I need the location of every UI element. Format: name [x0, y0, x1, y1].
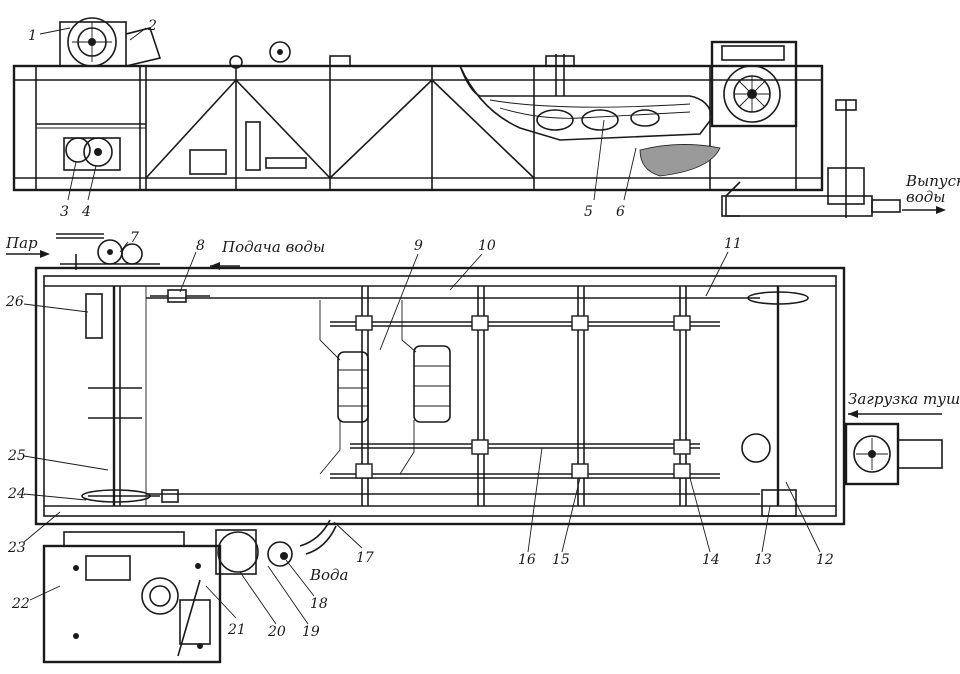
label-water-supply: Подача воды: [221, 238, 325, 256]
callout-3: 3: [60, 204, 69, 220]
carcass-cradles: [319, 300, 451, 475]
text-labels: Выпуск воды Пар Подача воды Загрузка туш…: [5, 172, 960, 584]
callout-25: 25: [7, 448, 26, 464]
callout-18: 18: [310, 596, 328, 612]
callout-10: 10: [478, 238, 496, 254]
fan-housing: [710, 40, 798, 128]
callout-numbers: 1 2 3 4 5 6 7 8 9 10 11 12 13 14 15 16 1…: [5, 18, 834, 640]
pump-motor: [217, 531, 259, 573]
callout-11: 11: [724, 236, 742, 252]
callout-4: 4: [81, 204, 91, 220]
frame-outline: [12, 64, 824, 192]
callout-26: 26: [5, 294, 24, 310]
callout-15: 15: [552, 552, 570, 568]
callout-9: 9: [414, 238, 423, 254]
callout-14: 14: [702, 552, 720, 568]
callout-16: 16: [518, 552, 536, 568]
callout-7: 7: [130, 230, 139, 246]
callout-8: 8: [196, 238, 205, 254]
callout-17: 17: [356, 550, 374, 566]
callout-21: 21: [227, 622, 246, 638]
callout-13: 13: [754, 552, 772, 568]
callout-20: 20: [267, 624, 286, 640]
callout-12: 12: [816, 552, 834, 568]
callout-2: 2: [147, 18, 157, 34]
plan-view: [34, 233, 943, 664]
tank-cutaway: [459, 65, 713, 141]
callout-24: 24: [7, 486, 26, 502]
callout-6: 6: [616, 204, 625, 220]
callout-22: 22: [11, 596, 30, 612]
label-steam: Пар: [5, 234, 38, 252]
label-water: Вода: [309, 566, 349, 584]
tank-plan-outline: [34, 266, 846, 526]
label-water-outlet: Выпуск: [905, 172, 960, 190]
callout-5: 5: [584, 204, 593, 220]
label-carcass-load: Загрузка туш: [848, 390, 960, 408]
callout-1: 1: [28, 28, 37, 44]
callout-19: 19: [302, 624, 320, 640]
side-elevation: [12, 17, 901, 218]
callout-23: 23: [7, 540, 26, 556]
label-water-outlet-2: воды: [906, 188, 946, 206]
cross-shafts: [361, 286, 687, 506]
